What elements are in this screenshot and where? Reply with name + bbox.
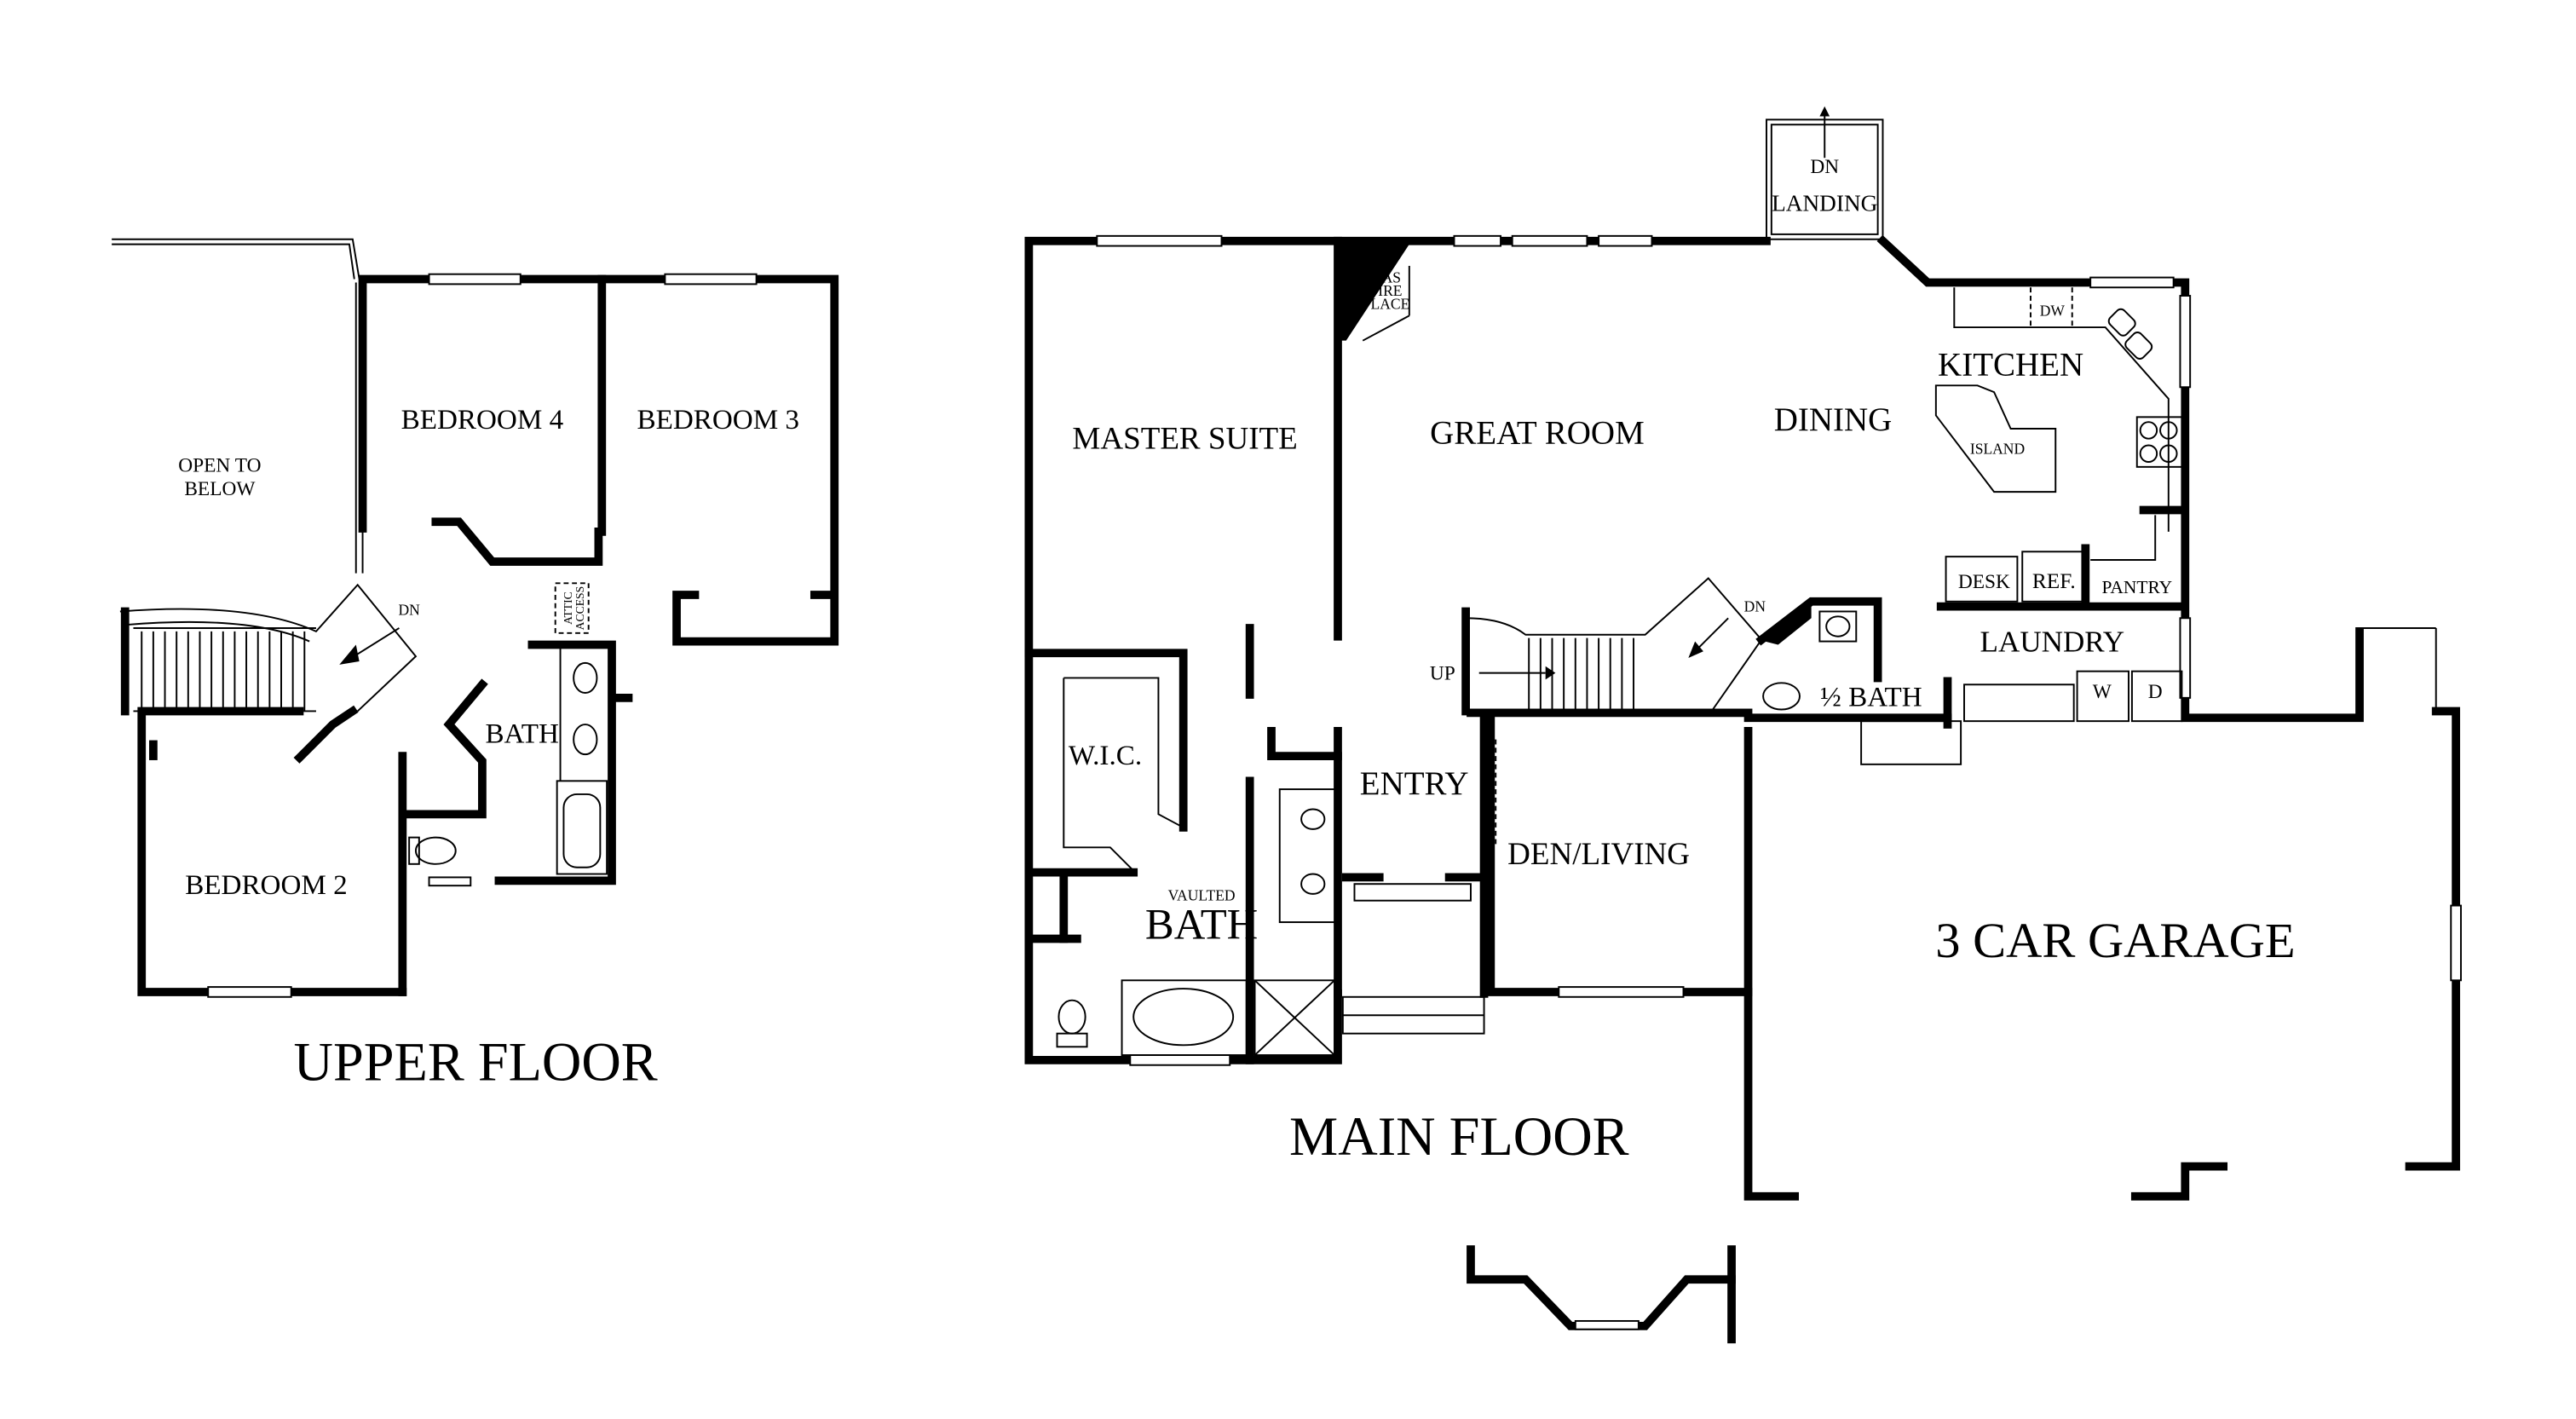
toilet-icon: [414, 836, 457, 865]
fireplace-label-2: FIRE: [1370, 282, 1403, 299]
landing: DN LANDING: [1766, 106, 1884, 240]
den-label: DEN/LIVING: [1507, 837, 1690, 872]
ref-label: REF.: [2032, 569, 2076, 593]
island-label: ISLAND: [1970, 440, 2025, 457]
front-bay: [1467, 1245, 1736, 1344]
fireplace-label: GAS: [1371, 268, 1401, 286]
garage-label: 3 CAR GARAGE: [1935, 913, 2295, 968]
bedroom-walls: [358, 273, 839, 646]
master-bath-label: BATH: [1145, 901, 1258, 949]
pantry-label: PANTRY: [2101, 577, 2172, 597]
sink-icon: [2107, 308, 2136, 337]
bedroom2-walls: [137, 705, 407, 998]
master-bath-walls: [1024, 624, 1342, 1064]
half-bath-label: ½ BATH: [1820, 682, 1922, 713]
master-suite-label: MASTER SUITE: [1072, 421, 1297, 456]
open-to-below-label-2: BELOW: [184, 478, 256, 500]
kitchen-label: KITCHEN: [1938, 347, 2083, 384]
attic-access-label: ATTIC: [562, 591, 574, 625]
dryer-label: D: [2148, 681, 2163, 703]
bedroom2-label: BEDROOM 2: [185, 869, 348, 901]
wic-label: W.I.C.: [1069, 740, 1142, 771]
attic-access-label-2: ACCESS: [573, 586, 586, 631]
upper-floor-title: UPPER FLOOR: [294, 1031, 658, 1092]
fireplace-label-3: PLACE: [1363, 296, 1410, 313]
desk-label: DESK: [1958, 571, 2010, 593]
upper-stairs: DN: [119, 583, 420, 716]
fireplace: [1337, 244, 1409, 341]
washer: [2076, 670, 2129, 723]
upper-bath-label: BATH: [485, 718, 559, 749]
cooktop-icon: [2135, 416, 2183, 468]
upper-stairs-dn-label: DN: [398, 601, 420, 618]
laundry-label: LAUNDRY: [1980, 625, 2125, 658]
dining-label: DINING: [1774, 401, 1893, 438]
bedroom3-label: BEDROOM 3: [637, 404, 800, 436]
great-room-label: GREAT ROOM: [1430, 415, 1645, 452]
entry-walls: [1341, 713, 1489, 1035]
garage-walls: [1743, 707, 2462, 1201]
main-stairs: UP DN: [1430, 577, 1766, 718]
stairs-up-label: UP: [1430, 662, 1455, 684]
bedroom4-label: BEDROOM 4: [401, 404, 564, 436]
stairs-dn-label: DN: [1744, 597, 1766, 614]
main-floor-title: MAIN FLOOR: [1289, 1106, 1629, 1167]
washer-label: W: [2093, 681, 2112, 703]
upper-floor: BEDROOM 4 BEDROOM 3 OPEN TO BELOW DN ATT…: [112, 238, 839, 1092]
landing-label: LANDING: [1772, 191, 1877, 216]
entry-label: ENTRY: [1360, 765, 1469, 802]
attic-access: [554, 582, 590, 634]
open-to-below-label: OPEN TO: [178, 455, 261, 477]
dryer: [2130, 670, 2183, 723]
open-to-below-rail: [112, 238, 360, 280]
den-walls: [1486, 713, 1753, 998]
half-bath-walls: [1743, 597, 1962, 765]
dw-label: DW: [2040, 302, 2066, 319]
upper-bath-walls: [398, 640, 633, 996]
main-floor: DN LANDING GAS FIRE PLACE MASTER SUITE G: [1024, 106, 2462, 1344]
vaulted-label: VAULTED: [1168, 887, 1236, 904]
toilet-icon: [1762, 682, 1801, 711]
toilet-icon: [1057, 999, 1086, 1035]
island: [1934, 384, 2057, 493]
landing-dn-label: DN: [1810, 156, 1839, 178]
